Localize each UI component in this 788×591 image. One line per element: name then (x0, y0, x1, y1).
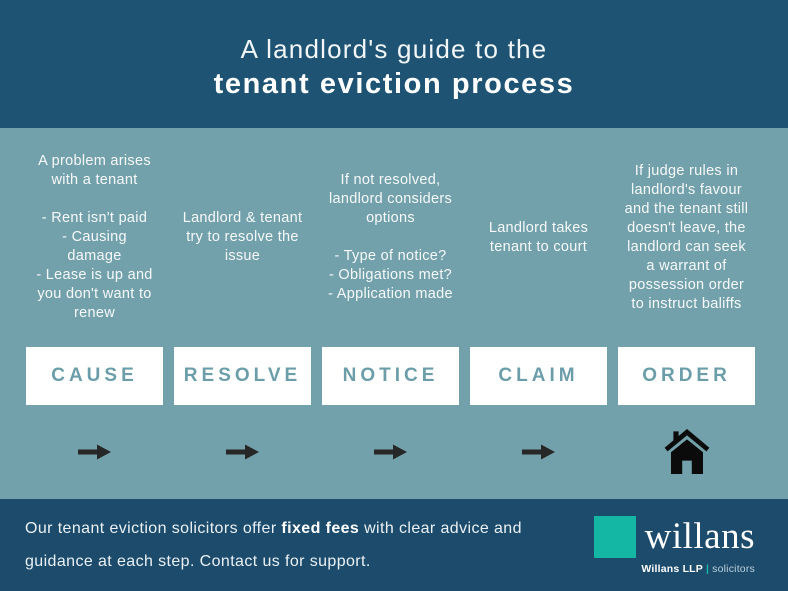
step-description-text: If not resolved, landlord considers opti… (328, 172, 453, 302)
willans-logo-subline: Willans LLP|solicitors (641, 563, 755, 575)
arrow-right-icon (521, 442, 556, 462)
step-description-cause: A problem arises with a tenant - Rent is… (12, 128, 177, 347)
arrow-right-icon (373, 442, 408, 462)
step-label: RESOLVE (183, 365, 302, 386)
house-icon (663, 427, 711, 477)
step-description-text: Landlord & tenant try to resolve the iss… (182, 210, 303, 264)
step-box-cause: CAUSE (26, 347, 163, 405)
step-label: CLAIM (498, 365, 579, 386)
step-description-text: Landlord takes tenant to court (488, 219, 589, 255)
willans-firm-name: Willans LLP (641, 562, 704, 575)
step-box-resolve: RESOLVE (174, 347, 311, 405)
step-description-text: A problem arises with a tenant - Rent is… (36, 153, 153, 321)
step-description-text: If judge rules in landlord's favour and … (624, 162, 749, 312)
step-description-claim: Landlord takes tenant to court (456, 128, 621, 347)
page-title-line2: tenant eviction process (213, 67, 575, 100)
step-description-notice: If not resolved, landlord considers opti… (308, 128, 473, 347)
willans-wordmark: willans (644, 515, 755, 557)
footer-message-prefix: Our tenant eviction solicitors offer (25, 520, 282, 537)
footer-banner: Our tenant eviction solicitors offer fix… (0, 499, 788, 591)
step-box-order: ORDER (618, 347, 755, 405)
step-description-order: If judge rules in landlord's favour and … (604, 128, 769, 347)
step-label: CAUSE (51, 365, 138, 386)
step-icons-row (0, 405, 788, 499)
step-label: ORDER (642, 365, 731, 386)
willans-tagline: solicitors (712, 562, 755, 575)
step-descriptions-row: A problem arises with a tenant - Rent is… (0, 128, 788, 347)
arrow-right-icon (77, 442, 112, 462)
willans-logo: willans Willans LLP|solicitors (593, 515, 755, 575)
logo-separator: | (706, 562, 710, 575)
willans-logo-square (593, 515, 636, 558)
step-description-resolve: Landlord & tenant try to resolve the iss… (160, 128, 325, 347)
header-banner: A landlord's guide to the tenant evictio… (0, 0, 788, 128)
footer-message: Our tenant eviction solicitors offer fix… (25, 512, 594, 578)
page-title-line1: A landlord's guide to the (240, 33, 548, 64)
footer-message-bold: fixed fees (281, 520, 360, 537)
process-section: A problem arises with a tenant - Rent is… (0, 128, 788, 499)
footer-message-suffix: with clear advice and guidance at each s… (25, 520, 522, 570)
arrow-right-icon (225, 442, 260, 462)
step-box-notice: NOTICE (322, 347, 459, 405)
step-label: NOTICE (342, 365, 439, 386)
step-boxes-row: CAUSE RESOLVE NOTICE CLAIM ORDER (0, 347, 788, 405)
step-box-claim: CLAIM (470, 347, 607, 405)
